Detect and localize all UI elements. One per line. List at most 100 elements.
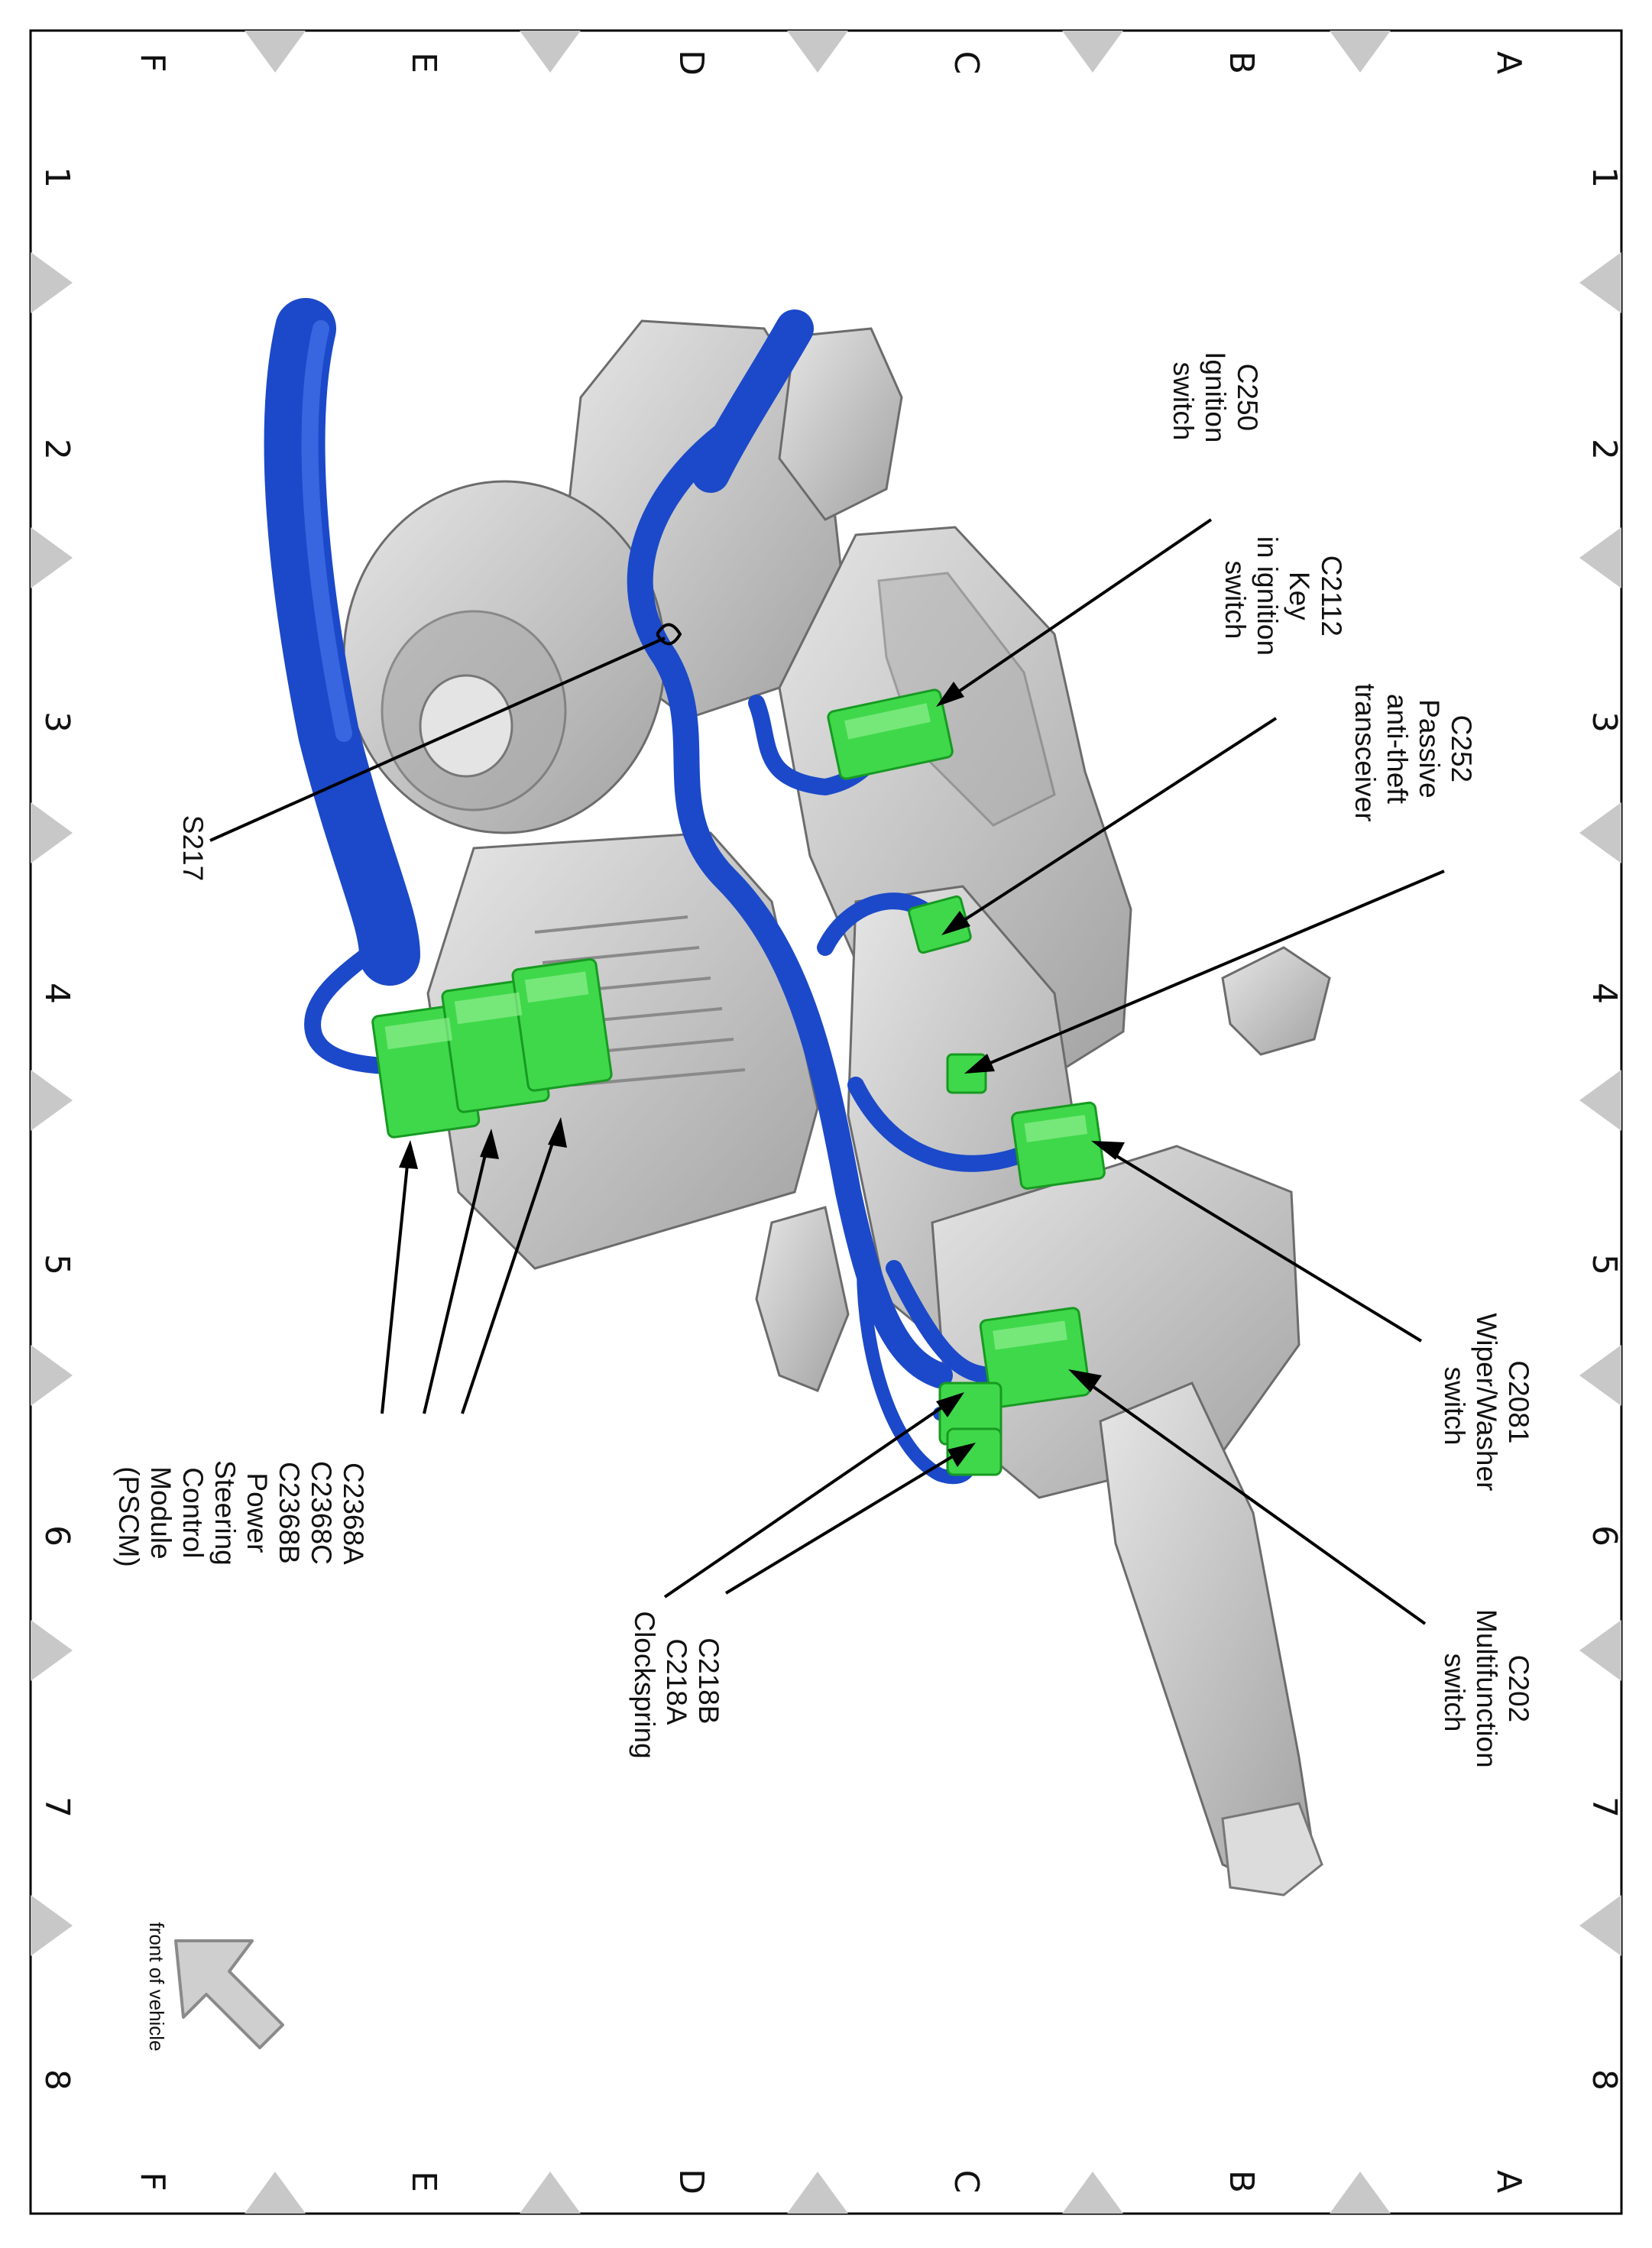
grid-row-d-bottom: D bbox=[672, 2169, 711, 2195]
c2081-id: C2081 bbox=[1503, 1360, 1534, 1443]
c252-line3: anti-theft bbox=[1382, 694, 1413, 805]
callout-c250: C250 Ignition switch bbox=[1168, 351, 1263, 451]
connector-c2368-block bbox=[371, 957, 613, 1139]
connectors bbox=[371, 688, 1106, 1476]
leader-s217 bbox=[209, 637, 666, 842]
grid-row-d-top: D bbox=[672, 50, 711, 76]
callout-c202: C202 Multifunction switch bbox=[1439, 1609, 1534, 1776]
callout-c252: C252 Passive anti-theft transceiver bbox=[1349, 684, 1477, 822]
arrow-c2368c bbox=[480, 1129, 499, 1159]
leader-c2368b bbox=[381, 1149, 410, 1414]
grid-col-8-right: 8 bbox=[1585, 2069, 1624, 2091]
grid-col-1-left: 1 bbox=[37, 167, 76, 188]
grid-row-f-top: F bbox=[133, 53, 172, 72]
connector-c2081 bbox=[1011, 1101, 1106, 1190]
leader-c2368c bbox=[423, 1138, 491, 1414]
leader-c218a bbox=[724, 1446, 968, 1595]
arrow-c2112 bbox=[964, 1054, 995, 1074]
c2081-line2: Wiper/Washer bbox=[1471, 1313, 1502, 1491]
svg-text:C202 Multifunction: C202 Multifunction switch bbox=[1439, 1609, 1534, 1776]
arrow-c2368a bbox=[548, 1117, 567, 1148]
grid-col-6-left: 6 bbox=[37, 1525, 76, 1547]
callout-s217: S217 bbox=[177, 815, 209, 881]
grid-col-1-right: 1 bbox=[1585, 167, 1624, 188]
c2368-line7: Module bbox=[145, 1466, 177, 1559]
grid-col-5-left: 5 bbox=[37, 1254, 76, 1275]
c250-line3: switch bbox=[1168, 362, 1199, 441]
callout-c2368: C2368A C2368C C2368B Power Steering Cont… bbox=[113, 1460, 369, 1573]
leader-c202 bbox=[1076, 1374, 1427, 1625]
branch-to-c2081 bbox=[847, 1077, 1032, 1172]
c2081-line3: switch bbox=[1439, 1367, 1470, 1446]
c2368-line6: Control bbox=[177, 1467, 209, 1558]
grid-markers bbox=[31, 31, 1621, 2214]
c250-id: C250 bbox=[1232, 364, 1263, 431]
arrow-c250 bbox=[936, 682, 964, 707]
callout-c218: C218B C218A Clockspring bbox=[629, 1611, 724, 1758]
grid-column-numbers-left: 1 2 3 4 5 6 7 8 bbox=[37, 167, 76, 2091]
grid-col-5-right: 5 bbox=[1585, 1254, 1624, 1275]
c218a-id: C218A bbox=[661, 1638, 692, 1725]
grid-col-3-left: 3 bbox=[37, 711, 76, 733]
grid-row-letters-top: A B C D E F bbox=[133, 50, 1528, 76]
splice-s217-mark bbox=[656, 623, 682, 646]
c202-line3: switch bbox=[1439, 1654, 1470, 1732]
arrow-c202 bbox=[1068, 1369, 1102, 1392]
c218-line3: Clockspring bbox=[629, 1611, 660, 1758]
callout-c2112: C2112 Key in ignition switch bbox=[1220, 536, 1347, 656]
connector-c2112 bbox=[827, 688, 954, 780]
arrow-c218a bbox=[947, 1443, 976, 1467]
grid-row-f-bottom: F bbox=[133, 2172, 172, 2191]
s217-id: S217 bbox=[177, 815, 209, 881]
grid-col-2-right: 2 bbox=[1585, 439, 1624, 460]
leader-c2081 bbox=[1099, 1145, 1423, 1343]
grid-col-2-left: 2 bbox=[37, 439, 76, 460]
ignition-lock-housing bbox=[778, 327, 903, 521]
stalk-tip bbox=[1221, 1802, 1323, 1897]
grid-col-7-left: 7 bbox=[37, 1796, 76, 1818]
bracket-flange bbox=[877, 572, 1056, 827]
grid-row-c-top: C bbox=[947, 51, 986, 75]
grid-row-b-top: B bbox=[1222, 51, 1261, 74]
grid-row-c-bottom: C bbox=[947, 2170, 986, 2194]
leader-c252 bbox=[950, 717, 1278, 930]
leader-c2368a bbox=[461, 1126, 559, 1414]
svg-text:C252 Passive anti-: C252 Passive anti-theft transceiver bbox=[1349, 684, 1477, 822]
c202-id: C202 bbox=[1503, 1655, 1534, 1722]
c252-line2: Passive bbox=[1414, 699, 1445, 798]
connector-c218b bbox=[946, 1427, 1003, 1476]
grid-col-4-right: 4 bbox=[1585, 983, 1624, 1004]
callout-c2081: C2081 Wiper/Washer switch bbox=[1439, 1313, 1534, 1491]
steering-column-assembly bbox=[342, 319, 1331, 1897]
c2368-line8: (PSCM) bbox=[113, 1466, 144, 1567]
grid-col-6-right: 6 bbox=[1585, 1525, 1624, 1547]
c202-line2: Multifunction bbox=[1471, 1609, 1502, 1768]
grid-col-7-right: 7 bbox=[1585, 1796, 1624, 1818]
c2368b-id: C2368B bbox=[274, 1462, 305, 1564]
grid-row-a-bottom: A bbox=[1489, 2170, 1528, 2193]
grid-row-a-top: A bbox=[1489, 51, 1528, 74]
svg-text:C2368A C2368C C236: C2368A C2368C C2368B Power Steering Cont… bbox=[113, 1460, 369, 1573]
grid-row-b-bottom: B bbox=[1222, 2170, 1261, 2193]
connector-c202 bbox=[979, 1307, 1091, 1409]
main-trunk-highlight bbox=[301, 320, 352, 742]
front-of-vehicle-indicator: front of vehicle bbox=[145, 1922, 284, 2052]
c2368-line4: Power bbox=[241, 1472, 273, 1553]
c2112-line2: Key bbox=[1284, 572, 1315, 620]
center-routing-cable bbox=[627, 415, 953, 1388]
wiper-stalk bbox=[1221, 946, 1331, 1056]
svg-text:C250 Ignition swit: C250 Ignition switch bbox=[1168, 351, 1263, 451]
c252-id: C252 bbox=[1446, 715, 1477, 782]
c2112-line4: switch bbox=[1220, 561, 1251, 640]
arrow-c2081 bbox=[1091, 1141, 1125, 1160]
arrow-c252 bbox=[941, 911, 970, 935]
leader-c2112 bbox=[973, 870, 1445, 1071]
front-of-vehicle-label: front of vehicle bbox=[145, 1922, 168, 2051]
grid-row-letters-bottom: A B C D E F bbox=[133, 2169, 1528, 2195]
c252-line4: transceiver bbox=[1349, 684, 1381, 822]
c218b-id: C218B bbox=[693, 1637, 724, 1724]
arrow-c218b bbox=[936, 1392, 964, 1417]
front-arrow-icon bbox=[174, 1939, 284, 2049]
leader-lines bbox=[209, 518, 1445, 1625]
